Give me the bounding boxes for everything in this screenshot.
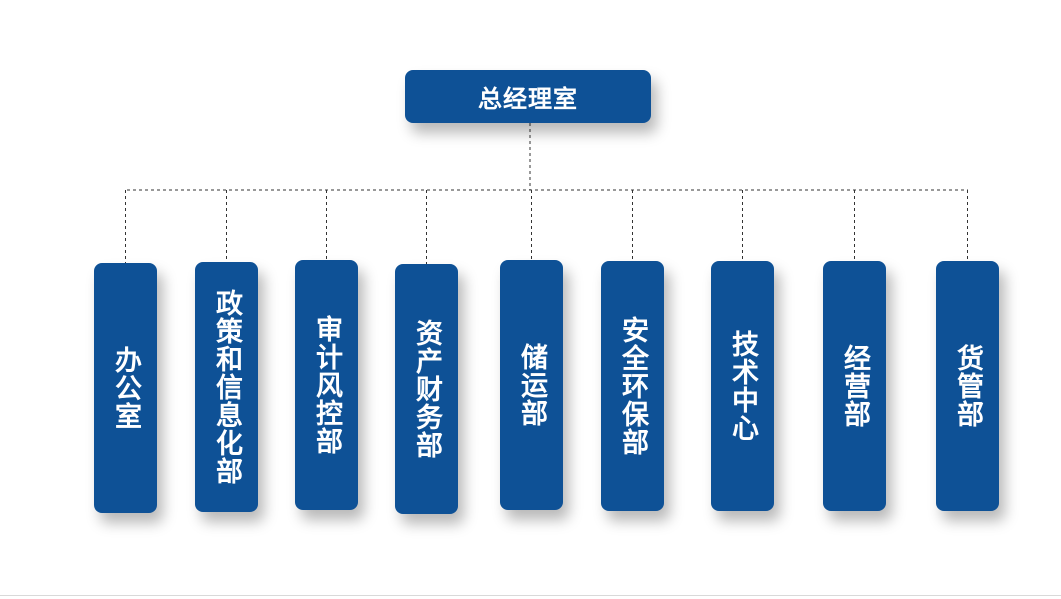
dept-technology-center: 技术中心	[711, 261, 774, 511]
dept-storage-transport: 储运部	[500, 260, 563, 510]
dept-asset-finance: 资产财务部	[395, 264, 458, 514]
dept-safety-environment: 安全环保部	[601, 261, 664, 511]
dept-policy-informatization: 政策和信息化部	[195, 262, 258, 512]
bottom-divider	[0, 595, 1061, 596]
root-node-general-manager-office: 总经理室	[405, 70, 651, 123]
dept-operations: 经营部	[823, 261, 886, 511]
dept-office: 办公室	[94, 263, 157, 513]
dept-cargo-management: 货管部	[936, 261, 999, 511]
dept-audit-risk-control: 审计风控部	[295, 260, 358, 510]
